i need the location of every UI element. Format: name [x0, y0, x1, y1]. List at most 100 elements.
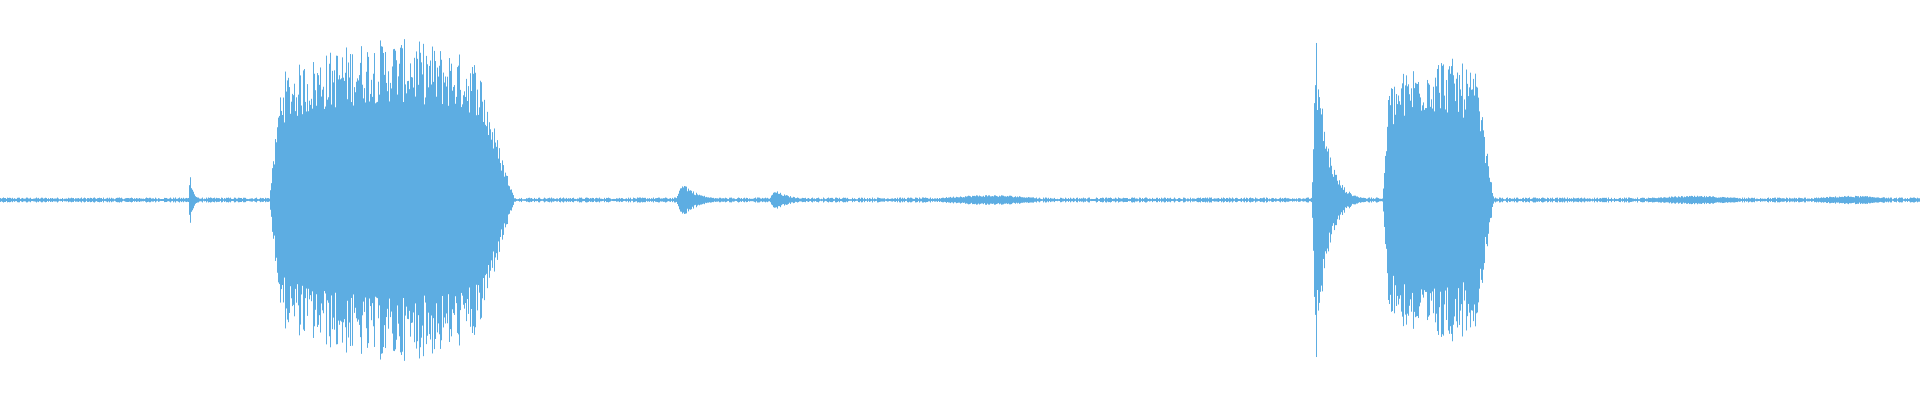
waveform-sample [1699, 196, 1700, 204]
waveform-sample [1583, 198, 1584, 202]
waveform-sample [1284, 197, 1285, 203]
waveform-sample [1366, 198, 1367, 202]
waveform-sample [1153, 198, 1154, 202]
waveform-sample [361, 46, 362, 354]
waveform-sample [871, 199, 872, 201]
waveform-sample [1353, 195, 1354, 205]
waveform-sample [1198, 197, 1199, 203]
waveform-sample [519, 198, 520, 202]
waveform-sample [93, 197, 94, 203]
waveform-sample [1790, 198, 1791, 202]
waveform-sample [73, 197, 74, 203]
waveform-sample [155, 197, 156, 203]
waveform-sample [1560, 197, 1561, 203]
waveform-sample [1256, 198, 1257, 202]
waveform-sample [440, 51, 441, 349]
waveform-sample [1063, 198, 1064, 202]
waveform-sample [508, 185, 509, 215]
waveform-sample [996, 195, 997, 205]
waveform-sample [1734, 197, 1735, 203]
waveform-sample [1357, 196, 1358, 204]
waveform-sample [1303, 198, 1304, 202]
waveform-sample [413, 87, 414, 313]
waveform-sample [733, 198, 734, 202]
waveform-sample [880, 198, 881, 202]
waveform-sample [1376, 197, 1377, 203]
waveform-sample [1416, 83, 1417, 317]
waveform-sample [1281, 198, 1282, 202]
waveform-sample [1196, 198, 1197, 202]
waveform-sample [1005, 196, 1006, 204]
waveform-sample [1072, 198, 1073, 202]
waveform-sample [695, 195, 696, 205]
waveform-sample [189, 185, 190, 215]
waveform-sample [866, 199, 867, 201]
waveform-sample [404, 39, 405, 361]
waveform-sample [347, 99, 348, 301]
waveform-sample [962, 197, 963, 203]
waveform-sample [1200, 197, 1201, 203]
waveform-sample [451, 63, 452, 337]
waveform-sample [1884, 197, 1885, 203]
waveform-sample [506, 175, 507, 225]
waveform-sample [1578, 197, 1579, 203]
waveform-sample [244, 197, 245, 203]
waveform-sample [64, 198, 65, 202]
waveform-sample [1750, 198, 1751, 202]
waveform-bars [0, 39, 1920, 361]
waveform-sample [588, 198, 589, 202]
waveform-sample [41, 197, 42, 203]
waveform-sample [1099, 198, 1100, 202]
waveform-sample [1180, 198, 1181, 202]
waveform-sample [290, 113, 291, 287]
waveform-sample [1826, 197, 1827, 203]
waveform-sample [1463, 117, 1464, 283]
waveform-sample [487, 111, 488, 289]
waveform-sample [615, 199, 616, 201]
waveform-sample [31, 198, 32, 202]
waveform-sample [1554, 199, 1555, 201]
waveform-sample [1534, 197, 1535, 203]
waveform-sample [614, 198, 615, 202]
waveform-sample [1163, 198, 1164, 202]
waveform-sample [1473, 78, 1474, 322]
waveform-sample [701, 195, 702, 205]
waveform-sample [707, 197, 708, 203]
waveform-sample [9, 197, 10, 203]
waveform-sample [81, 197, 82, 203]
waveform-sample [810, 199, 811, 201]
waveform-sample [1867, 196, 1868, 204]
waveform-sample [111, 197, 112, 203]
waveform-sample [1505, 199, 1506, 201]
waveform-sample [1736, 197, 1737, 203]
waveform-sample [661, 198, 662, 202]
waveform-sample [1358, 197, 1359, 203]
waveform-sample [232, 199, 233, 201]
waveform-sample [109, 197, 110, 203]
waveform-sample [1411, 88, 1412, 312]
waveform-sample [1345, 192, 1346, 208]
waveform-sample [215, 198, 216, 202]
waveform-sample [380, 40, 381, 360]
waveform-sample [1351, 194, 1352, 206]
waveform-sample [374, 53, 375, 347]
waveform-sample [593, 198, 594, 202]
waveform-sample [582, 198, 583, 202]
waveform-sample [811, 198, 812, 202]
waveform-sample [1802, 198, 1803, 202]
waveform-sample [1605, 197, 1606, 203]
waveform-sample [1904, 198, 1905, 202]
waveform-sample [1598, 199, 1599, 201]
waveform-sample [294, 83, 295, 317]
waveform-sample [1630, 198, 1631, 202]
waveform-sample [1318, 89, 1319, 311]
waveform-sample [1738, 198, 1739, 202]
waveform-sample [96, 198, 97, 202]
waveform-sample [1907, 198, 1908, 202]
waveform-sample [1507, 197, 1508, 203]
waveform-sample [861, 197, 862, 203]
waveform-sample [708, 197, 709, 203]
waveform-sample [1454, 83, 1455, 317]
